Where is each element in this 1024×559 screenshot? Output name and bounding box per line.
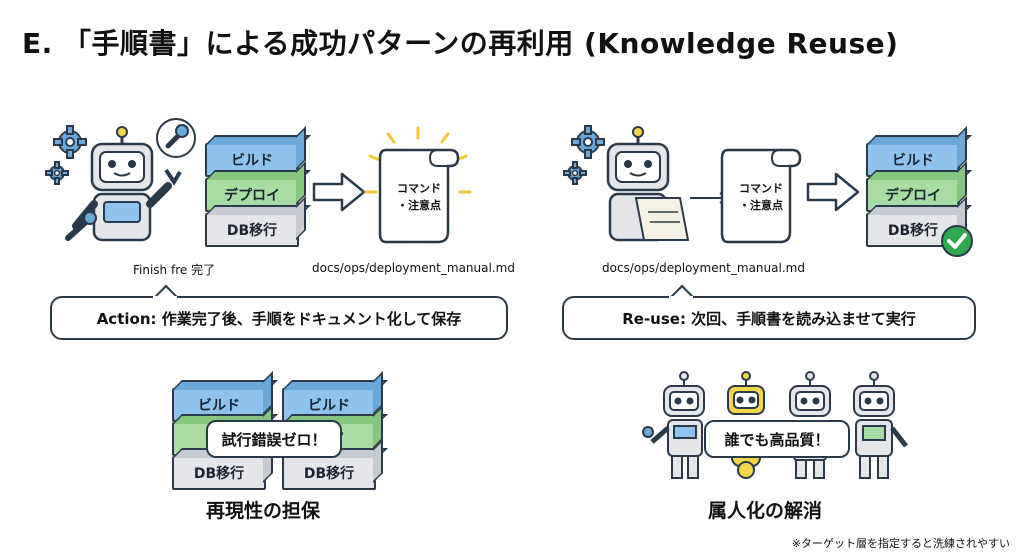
block-db: DB移行 xyxy=(282,456,376,490)
robot-icon xyxy=(65,126,182,242)
arrow-right-icon xyxy=(806,172,860,212)
doc-path: docs/ops/deployment_manual.md xyxy=(312,261,515,275)
check-icon xyxy=(941,225,973,257)
wrench-icon xyxy=(156,118,196,158)
reuse-bubble: Re-use: 次回、手順書を読み込ませて実行 xyxy=(562,296,976,340)
action-bubble: Action: 作業完了後、手順をドキュメント化して保存 xyxy=(50,296,508,340)
arrow-right-icon xyxy=(312,172,366,212)
doc-path: docs/ops/deployment_manual.md xyxy=(602,261,805,275)
robot-caption: Finish fre 完了 xyxy=(133,263,216,277)
doc-line: コマンド xyxy=(739,182,783,195)
page-title: E. 「手順書」による成功パターンの再利用 (Knowledge Reuse) xyxy=(22,27,899,60)
block-db: DB移行 xyxy=(205,213,299,247)
speech-bubble: 試行錯誤ゼロ！ xyxy=(206,420,342,458)
doc-line: ・注意点 xyxy=(739,199,783,212)
document-icon xyxy=(720,148,802,244)
gear-icon xyxy=(563,161,587,185)
robot-group-icon xyxy=(642,371,908,479)
gear-icon xyxy=(571,125,605,159)
robot-reading-icon xyxy=(606,126,690,242)
footnote: ※ターゲット層を指定すると洗練されやすい xyxy=(791,537,1010,550)
doc-line: ・注意点 xyxy=(397,199,441,212)
document-icon xyxy=(378,148,460,244)
gear-icon xyxy=(45,161,69,185)
gear-icon xyxy=(53,125,87,159)
doc-line: コマンド xyxy=(397,182,441,195)
speech-bubble: 誰でも高品質！ xyxy=(704,420,850,458)
benefit-caption: 再現性の担保 xyxy=(206,500,321,522)
benefit-caption: 属人化の解消 xyxy=(708,500,823,522)
block-db: DB移行 xyxy=(172,456,266,490)
